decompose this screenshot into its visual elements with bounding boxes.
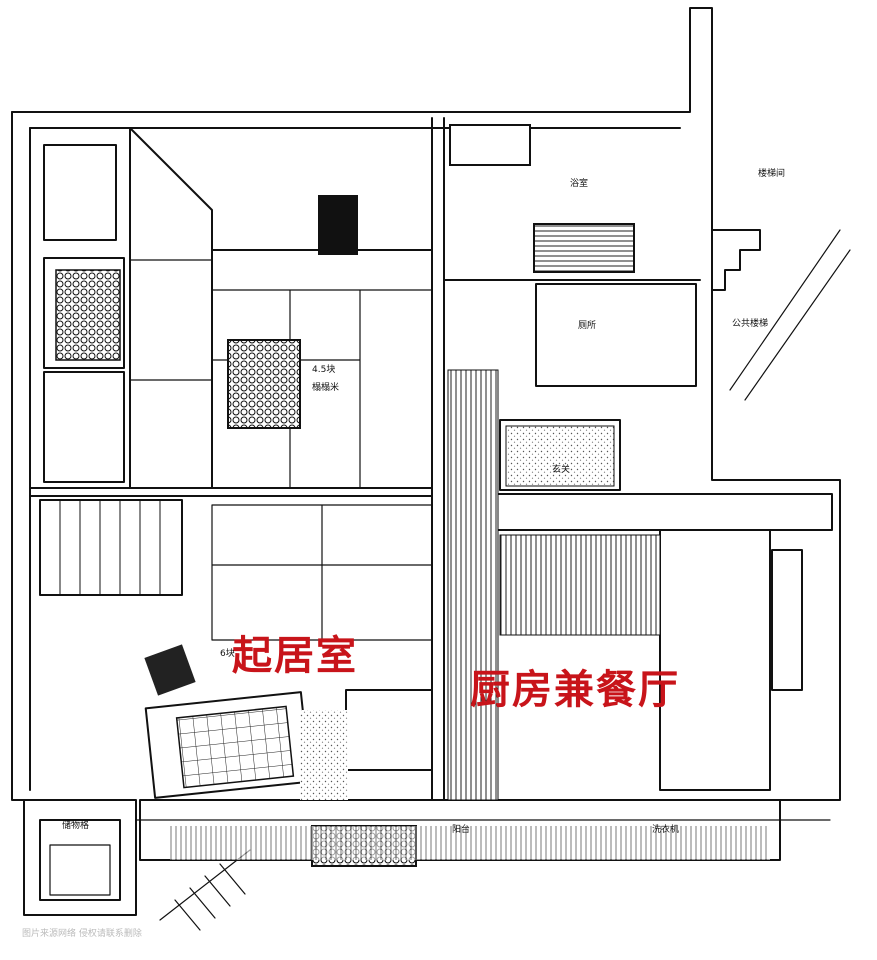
tatami-mat-left bbox=[55, 269, 121, 361]
closet bbox=[129, 127, 213, 489]
outer-wall bbox=[11, 7, 841, 801]
entrance-box bbox=[499, 419, 621, 491]
closet-doors bbox=[129, 259, 213, 381]
toilet-label: 厕所 bbox=[578, 321, 597, 331]
partition-wall-mid bbox=[29, 487, 433, 497]
tv-cabinet bbox=[345, 689, 433, 771]
living-rug bbox=[175, 705, 295, 789]
living-tatami bbox=[211, 504, 433, 641]
balcony-slats bbox=[170, 826, 770, 860]
tatami-room-note-label: 榻榻米 bbox=[312, 383, 340, 393]
toilet-wall bbox=[535, 283, 697, 387]
cabinet-left-3 bbox=[43, 371, 125, 483]
dark-cabinet bbox=[318, 195, 358, 255]
living-room-label: 起居室 bbox=[232, 632, 358, 679]
kitchen-beam bbox=[487, 493, 833, 531]
tatami-room-size-label: 4.5块 bbox=[312, 365, 336, 375]
outer-wall-left bbox=[11, 111, 137, 916]
storage-box bbox=[39, 819, 121, 901]
kitchen-floor bbox=[447, 369, 499, 801]
bathroom-wall bbox=[443, 127, 701, 281]
watermark-text: 图片来源网络 侵权请联系删除 bbox=[22, 929, 142, 939]
bookshelf bbox=[39, 499, 183, 596]
stairwell-label: 楼梯间 bbox=[758, 169, 786, 179]
entrance-label: 玄关 bbox=[552, 465, 571, 475]
bath-tub bbox=[533, 223, 635, 273]
partition-wall bbox=[431, 117, 445, 801]
storage-label: 储物格 bbox=[62, 821, 90, 831]
cabinet-top-left bbox=[43, 144, 117, 241]
stair-rail bbox=[729, 229, 851, 401]
tatami-mat-top bbox=[227, 339, 301, 429]
balcony-label: 阳台 bbox=[452, 825, 471, 835]
entrance-floor bbox=[505, 425, 615, 487]
cabinet-left-2 bbox=[43, 257, 125, 369]
public-stairs-label: 公共楼梯 bbox=[732, 319, 769, 329]
dining-floor bbox=[499, 534, 661, 636]
washing-machine-label: 洗衣机 bbox=[652, 825, 680, 835]
kitchen-counter bbox=[659, 529, 771, 791]
living-floor-dots bbox=[300, 710, 348, 800]
tv-screen bbox=[144, 644, 196, 696]
kitchen-shelf bbox=[771, 549, 803, 691]
window-top bbox=[449, 124, 531, 166]
antenna bbox=[159, 849, 251, 931]
public-stairs bbox=[711, 229, 761, 291]
kitchen-dining-label: 厨房兼餐厅 bbox=[470, 666, 680, 713]
balcony bbox=[139, 799, 781, 861]
living-room-size-label: 6块 bbox=[220, 649, 235, 659]
bathroom-label: 浴室 bbox=[570, 179, 589, 189]
